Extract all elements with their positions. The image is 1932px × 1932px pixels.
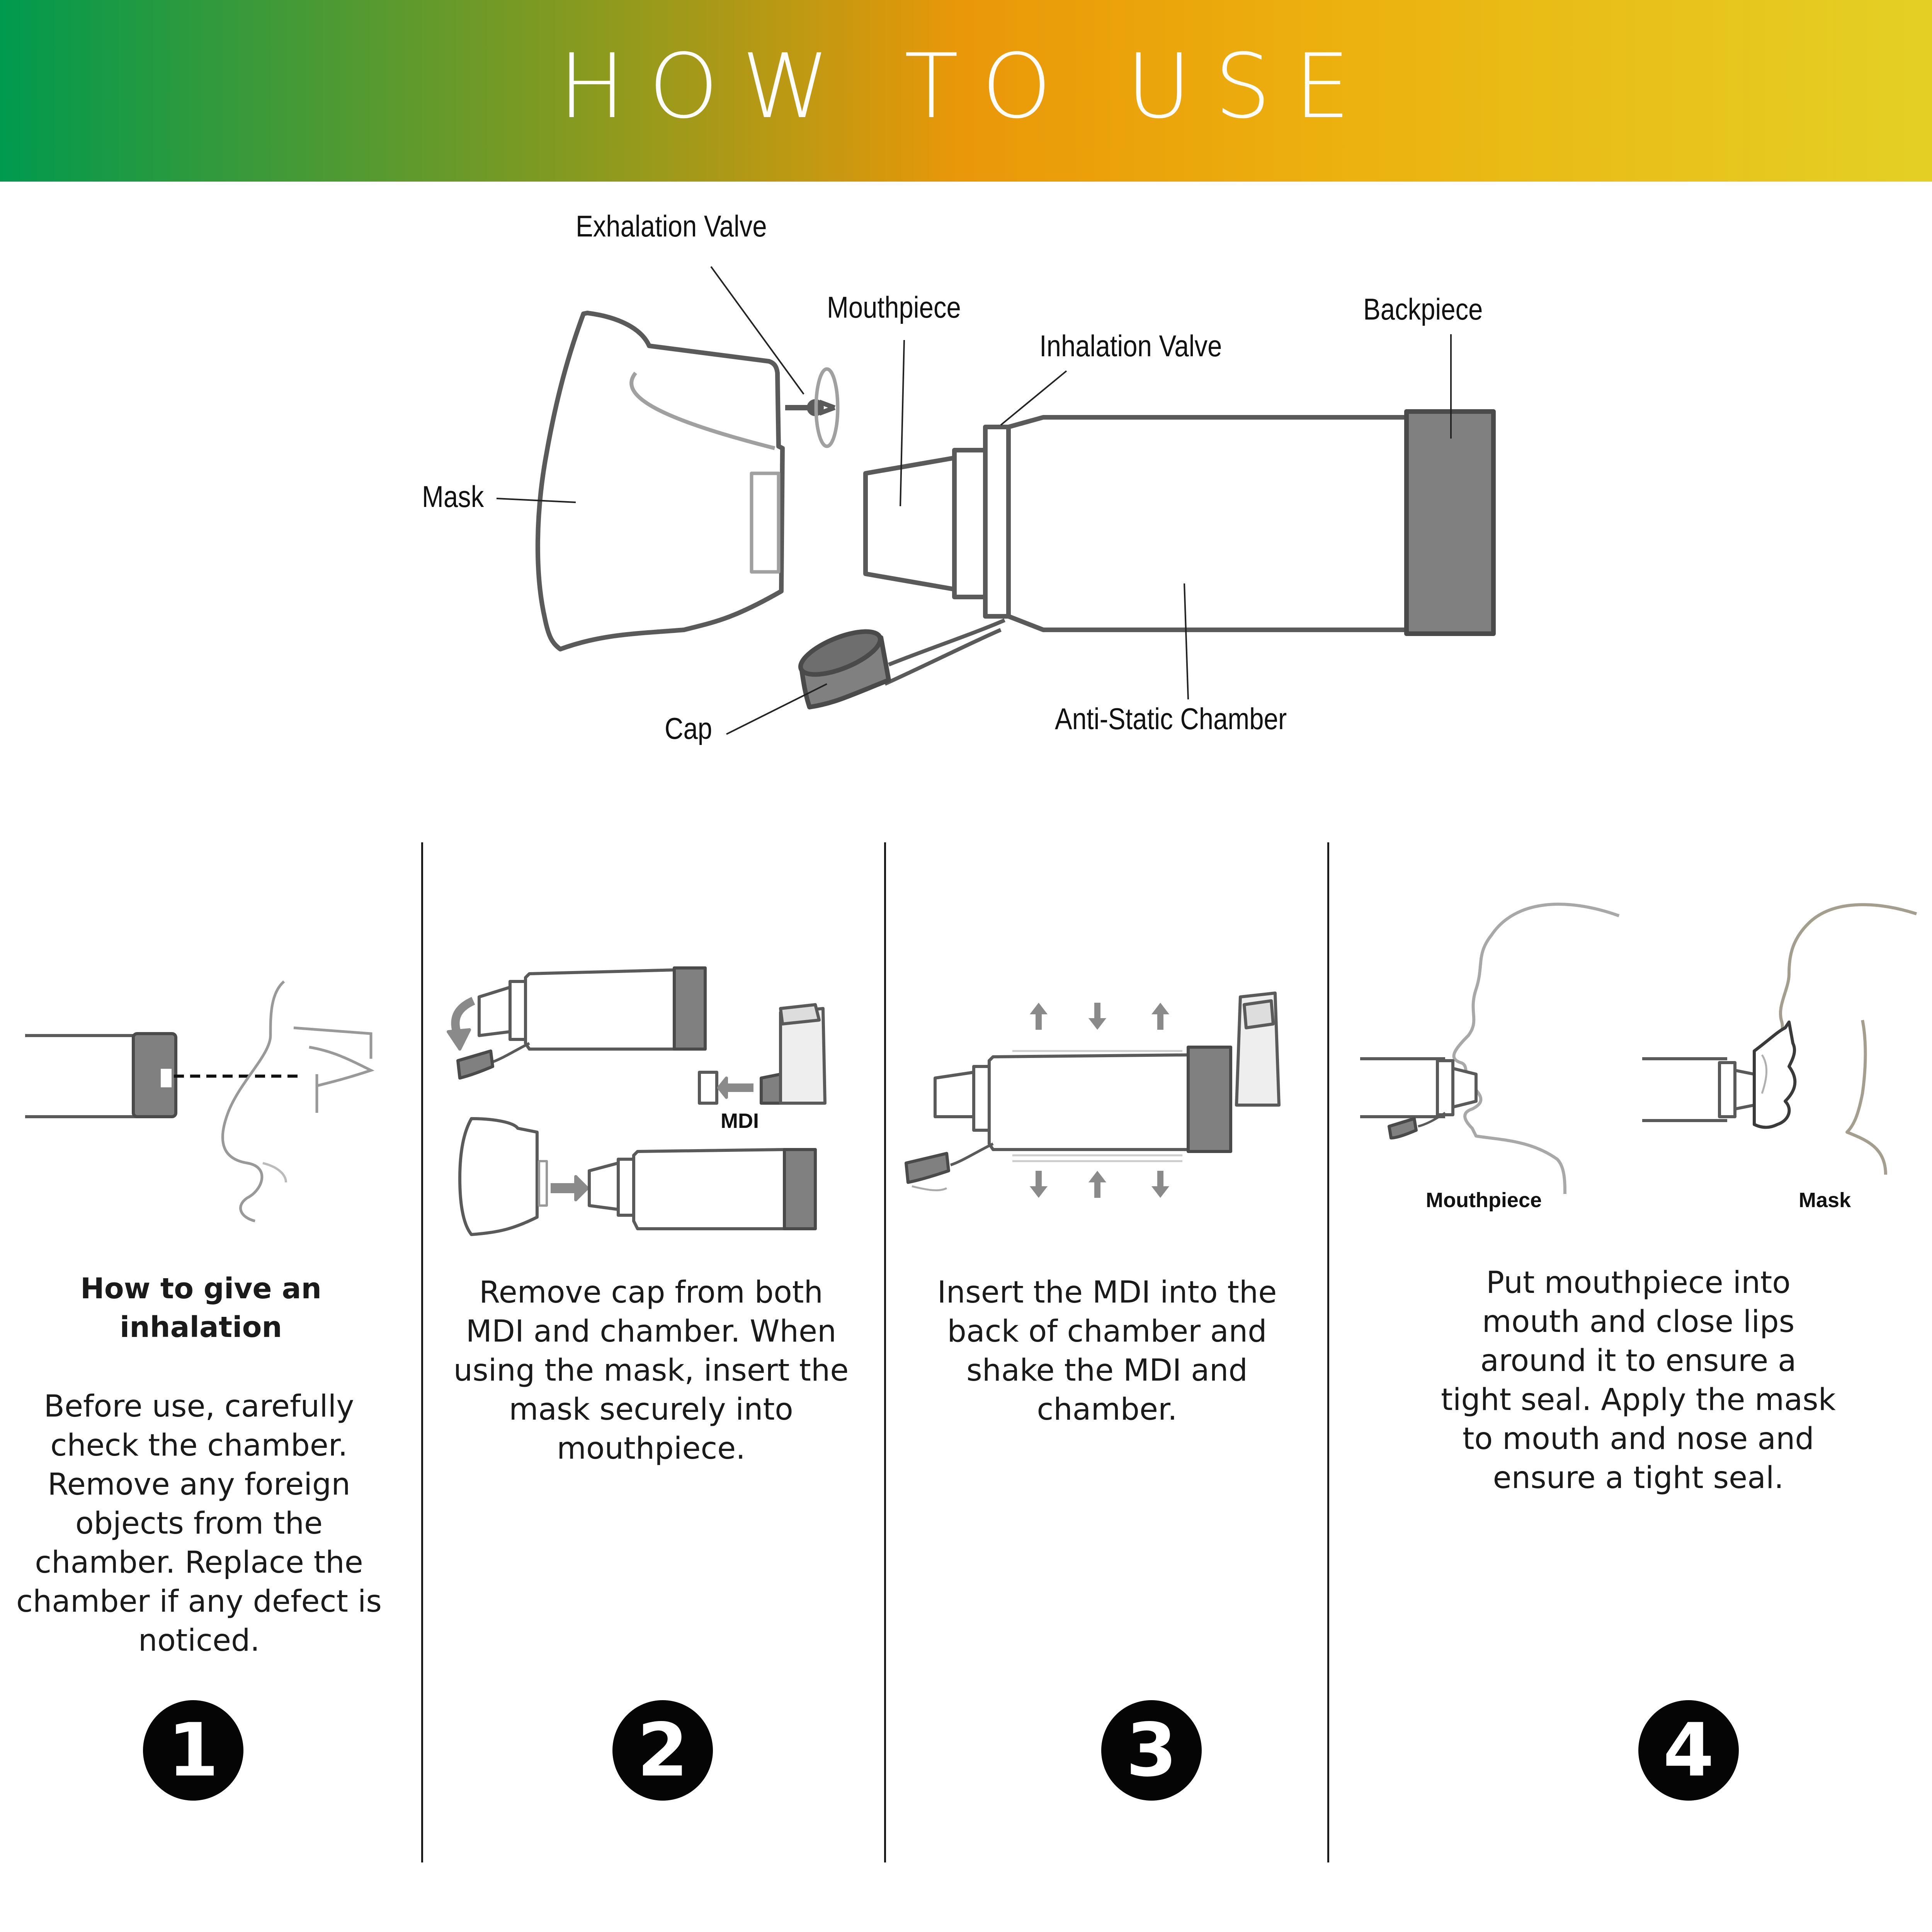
- step-number-badge: 1: [143, 1700, 243, 1801]
- header-banner: HOW TO USE: [0, 0, 1932, 182]
- spacer-parts-diagram: [496, 266, 1496, 735]
- step3-text: Insert the MDI into the back of chamber …: [937, 1275, 1277, 1427]
- step3-illustration: [905, 992, 1281, 1198]
- step1-illustration: [25, 980, 375, 1223]
- step-number-badge: 4: [1638, 1700, 1739, 1801]
- step2-text: Remove cap from both MDI and chamber. Wh…: [453, 1275, 849, 1466]
- column-divider: [1327, 842, 1329, 1862]
- label-exhalation-valve: Exhalation Valve: [576, 209, 767, 243]
- label-mask-option: Mask: [1799, 1189, 1851, 1212]
- label-inhalation-valve: Inhalation Valve: [1039, 329, 1222, 363]
- mask-shape: [535, 311, 785, 651]
- label-mask: Mask: [422, 480, 484, 514]
- label-backpiece: Backpiece: [1363, 292, 1483, 326]
- step-number-badge: 3: [1101, 1700, 1202, 1801]
- column-divider: [884, 842, 886, 1862]
- label-mdi: MDI: [721, 1109, 759, 1133]
- step4-illustration: [1360, 903, 1917, 1194]
- label-anti-static-chamber: Anti-Static Chamber: [1055, 702, 1287, 736]
- label-mouthpiece-option: Mouthpiece: [1426, 1189, 1542, 1212]
- column-divider: [421, 842, 423, 1862]
- backpiece-shape: [1404, 409, 1496, 636]
- step2-illustration: [447, 966, 827, 1236]
- mouthpiece-shape: [863, 456, 957, 592]
- page-title: HOW TO USE: [558, 35, 1374, 138]
- label-mouthpiece: Mouthpiece: [827, 290, 961, 324]
- step1-heading: How to give an inhalation: [80, 1272, 321, 1344]
- step1-text: Before use, carefully check the chamber.…: [16, 1389, 382, 1658]
- step4-text: Put mouthpiece into mouth and close lips…: [1441, 1265, 1836, 1495]
- step-number-badge: 2: [612, 1700, 713, 1801]
- label-cap: Cap: [665, 711, 713, 745]
